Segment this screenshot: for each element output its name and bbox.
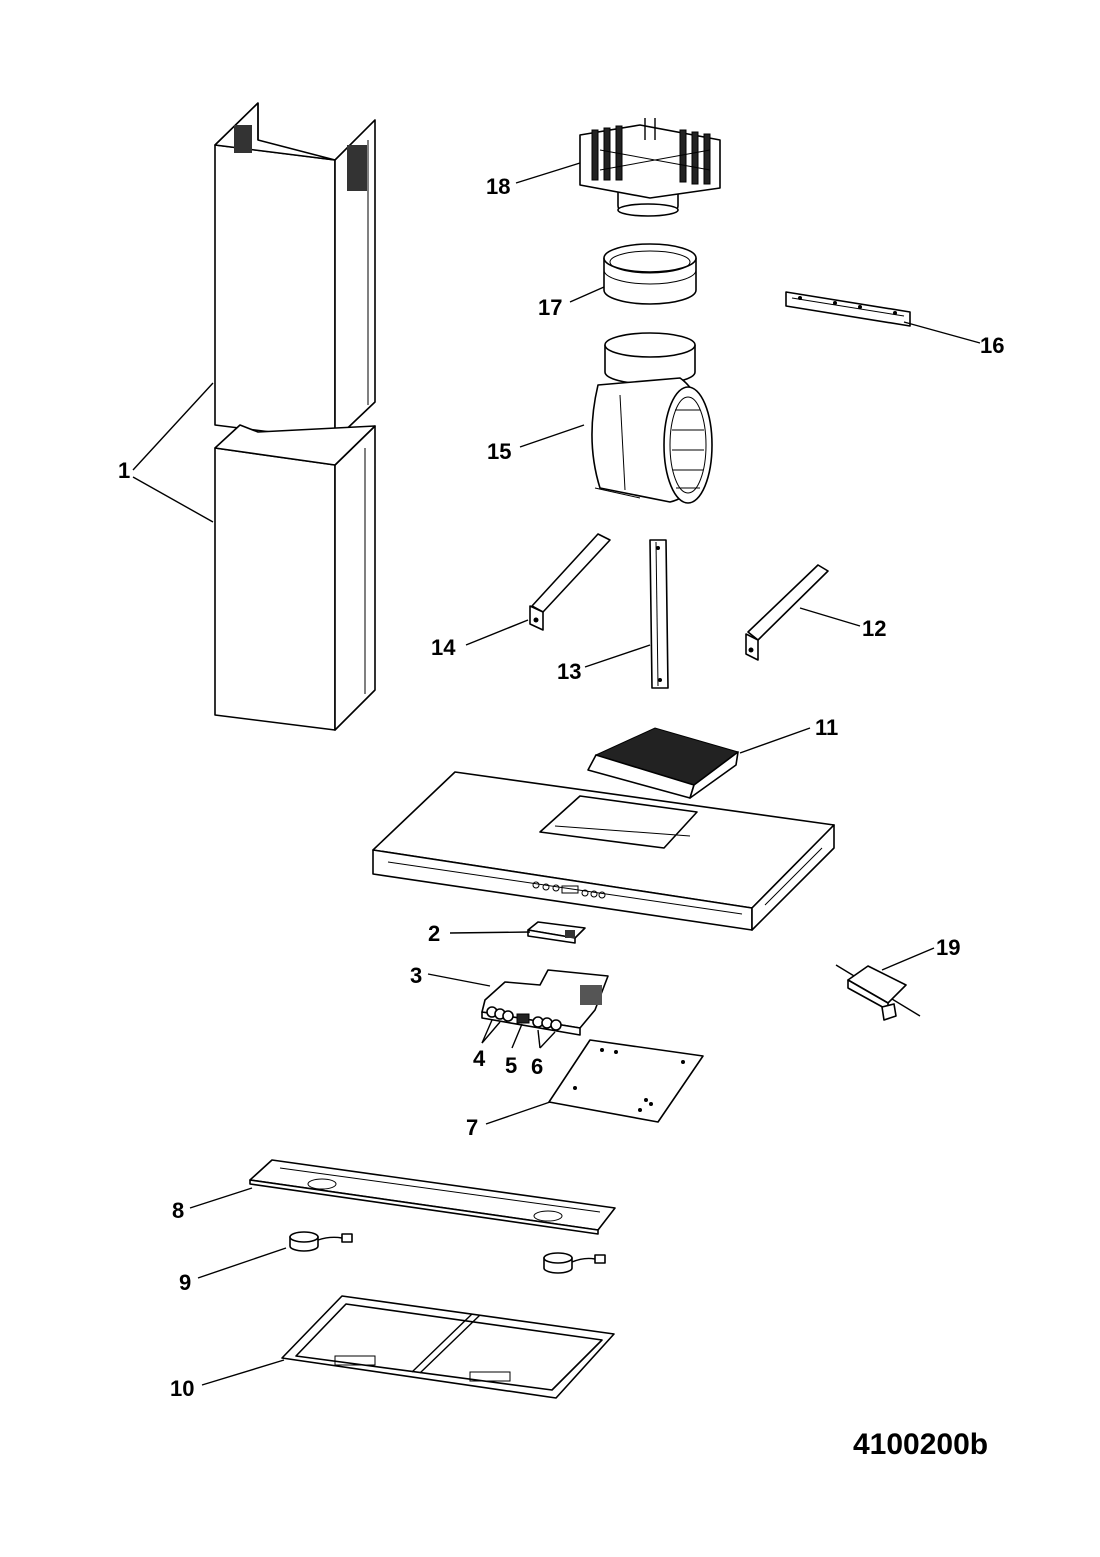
callout-7: 7 xyxy=(466,1115,478,1140)
callout-9: 9 xyxy=(179,1270,191,1295)
callout-18: 18 xyxy=(486,174,510,199)
callout-6: 6 xyxy=(531,1054,543,1079)
part-9-lamp-right xyxy=(543,1252,606,1274)
callout-10: 10 xyxy=(170,1376,194,1401)
callout-3: 3 xyxy=(410,963,422,988)
hood-body xyxy=(372,771,835,931)
callout-17: 17 xyxy=(538,295,562,320)
part-8-frame xyxy=(249,1159,616,1235)
callout-14: 14 xyxy=(431,635,456,660)
callout-labels: 1 2 3 4 5 6 7 8 9 10 11 12 13 14 15 16 1… xyxy=(118,174,1004,1401)
part-11-carbon-filter xyxy=(587,727,740,799)
callout-8: 8 xyxy=(172,1198,184,1223)
part-12-rail xyxy=(745,564,829,661)
part-1-chimney-upper xyxy=(214,102,376,441)
part-10-filter-frame xyxy=(281,1295,615,1399)
callout-19: 19 xyxy=(936,935,960,960)
part-14-rail xyxy=(529,533,611,631)
part-13-rail xyxy=(649,539,669,689)
callout-11: 11 xyxy=(815,715,838,740)
callout-1: 1 xyxy=(118,458,130,483)
part-7-plate xyxy=(548,1039,704,1123)
callout-4: 4 xyxy=(473,1046,486,1071)
callout-16: 16 xyxy=(980,333,1004,358)
callout-15: 15 xyxy=(487,439,511,464)
part-9-lamp-left xyxy=(289,1231,353,1252)
part-19-transformer xyxy=(835,964,921,1021)
callout-13: 13 xyxy=(557,659,581,684)
part-15-blower xyxy=(591,332,713,504)
callout-2: 2 xyxy=(428,921,440,946)
part-18-wiring-block xyxy=(579,118,721,217)
part-16-bracket xyxy=(785,291,911,327)
callout-5: 5 xyxy=(505,1053,517,1078)
part-2-switch xyxy=(527,921,586,944)
part-17-collar xyxy=(603,243,697,305)
part-1-chimney-lower xyxy=(214,424,376,731)
leader-lines xyxy=(132,162,981,1386)
callout-12: 12 xyxy=(862,616,886,641)
diagram-code: 4100200b xyxy=(853,1428,988,1461)
part-3-control-board xyxy=(481,969,609,1036)
